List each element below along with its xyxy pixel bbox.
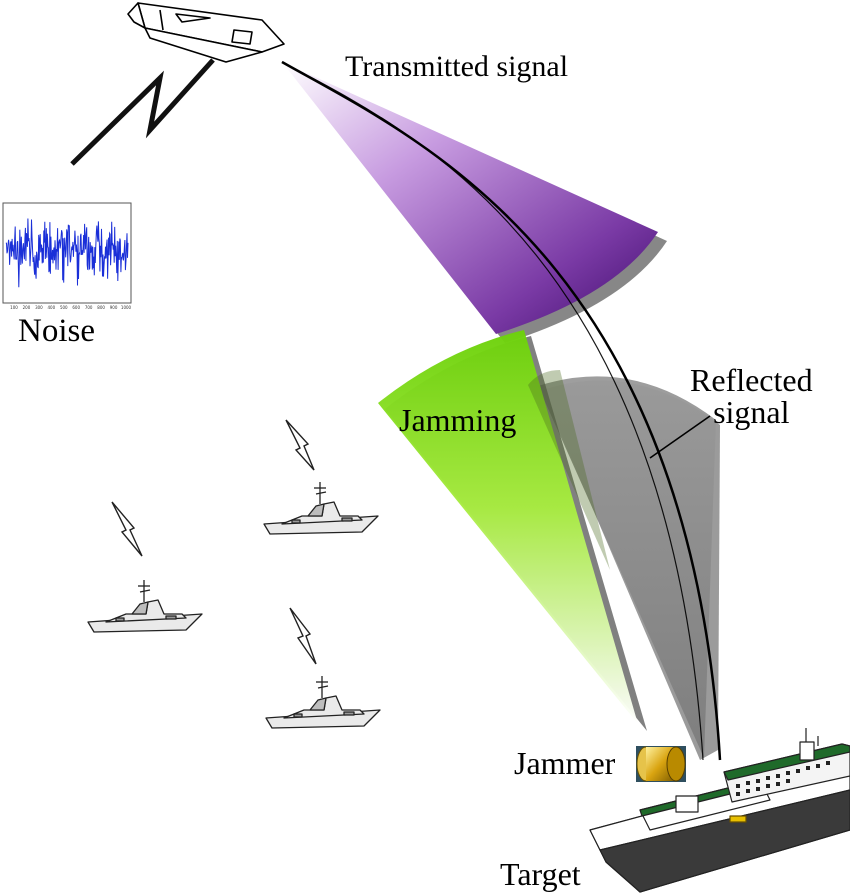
jamming-label: Jamming: [399, 402, 517, 438]
reflected-label-line2: signal: [713, 394, 790, 430]
noise-plot-tick-label: 1000: [121, 305, 132, 310]
noise-label: Noise: [18, 313, 95, 349]
reflected-beam: [538, 376, 720, 760]
noise-plot-tick-label: 100: [10, 305, 18, 310]
reflected-signal-label: Reflected signal: [690, 364, 813, 428]
noise-plot-tick-label: 300: [35, 305, 43, 310]
aircraft-icon: [127, 2, 285, 63]
reflected-label-line1: Reflected: [690, 362, 813, 398]
jammer-pod-icon: [636, 746, 686, 782]
warship-icon: [87, 580, 203, 633]
noise-trace: [5, 218, 129, 288]
noise-plot-tick-label: 800: [97, 305, 105, 310]
noise-plot-tick-label: 700: [85, 305, 93, 310]
target-label: Target: [500, 856, 581, 892]
lightning-bolt-icon: [70, 58, 215, 166]
transmitted-signal-label: Transmitted signal: [345, 50, 569, 83]
signal-path-curve: [281, 60, 722, 761]
reflected-leader-line: [649, 415, 711, 459]
noise-plot-tick-label: 500: [60, 305, 68, 310]
noise-plot-tick-label: 900: [110, 305, 118, 310]
target-ship-icon: [589, 728, 850, 893]
warship-icon: [263, 482, 379, 535]
warship-icon: [265, 676, 381, 729]
jamming-beam: [378, 330, 647, 731]
noise-plot-tick-label: 400: [48, 305, 56, 310]
noise-plot-tick-label: 200: [23, 305, 31, 310]
small-lightning-icons: [111, 419, 317, 665]
transmitted-beam: [282, 62, 667, 343]
noise-plot-tick-label: 600: [72, 305, 80, 310]
jammer-label: Jammer: [514, 745, 616, 781]
